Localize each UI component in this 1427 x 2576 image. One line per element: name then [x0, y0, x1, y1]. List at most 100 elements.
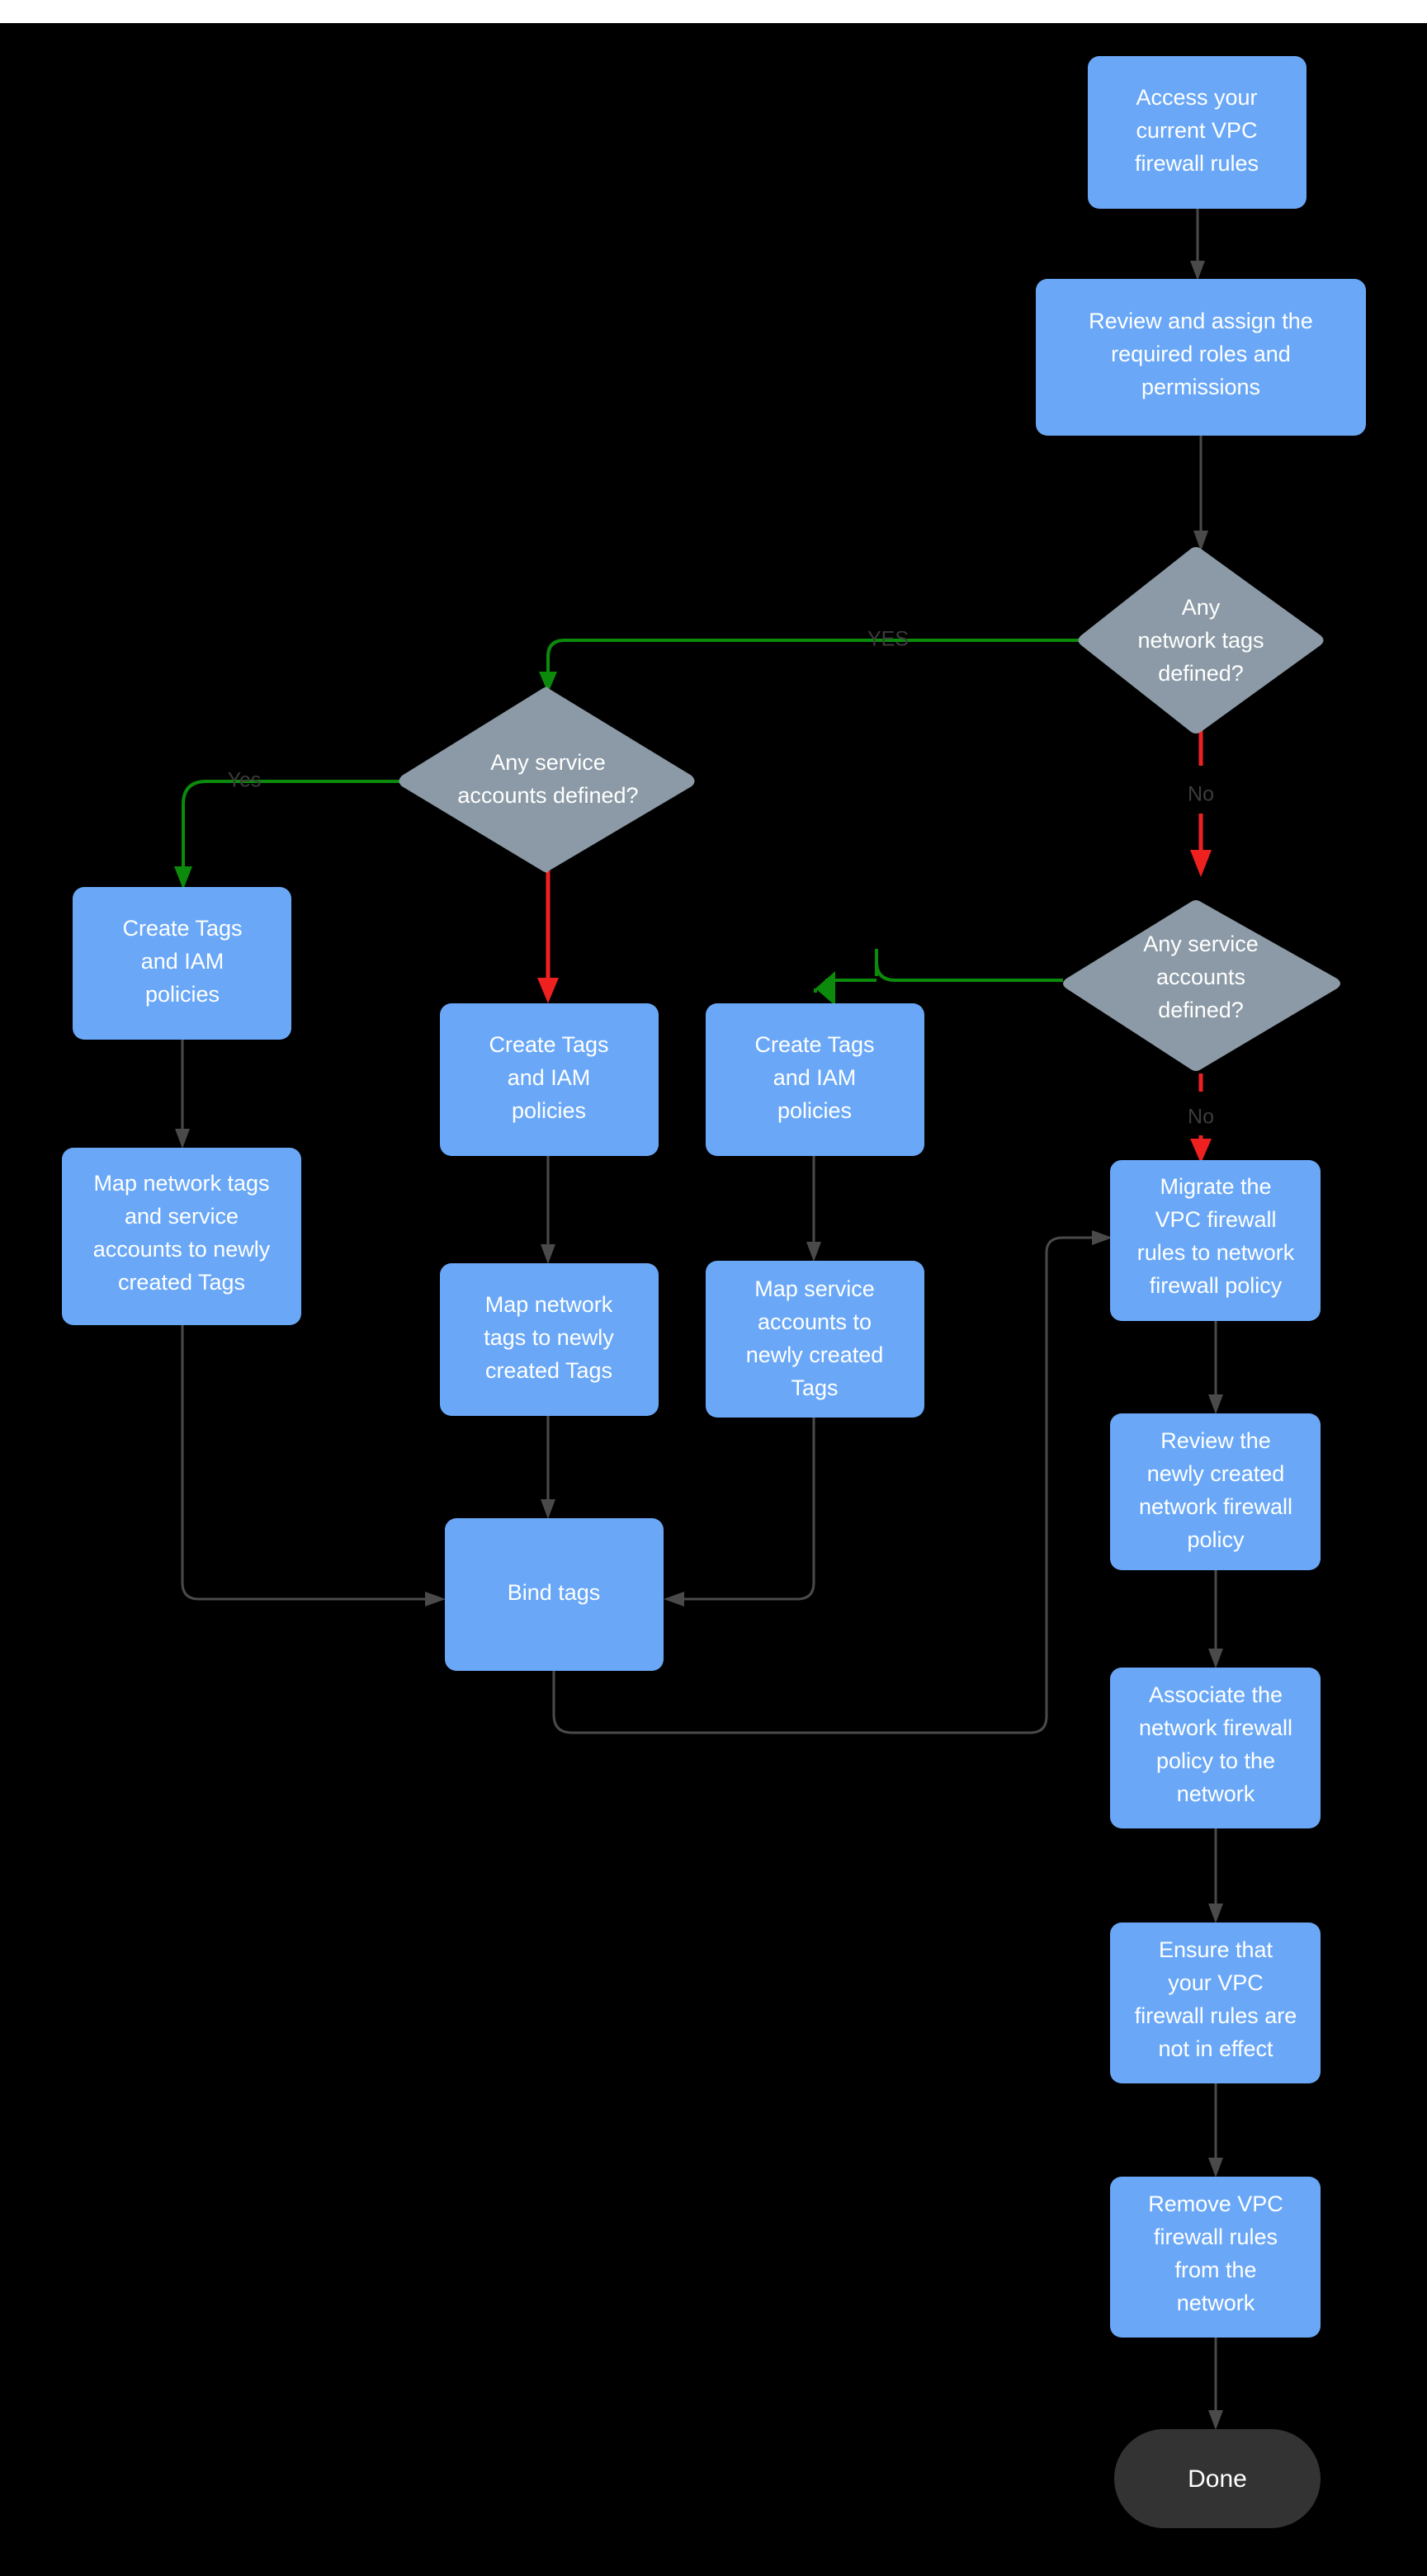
node-text-line: VPC firewall: [1155, 1207, 1276, 1232]
node-text-line: Any service: [490, 750, 606, 775]
node-done-terminal[interactable]: Done: [1114, 2429, 1321, 2528]
node-text-line: firewall rules: [1135, 151, 1259, 176]
edge-service-left-yes: [174, 780, 406, 889]
edge-create-mid-to-map-network: [541, 1156, 555, 1264]
edge-access-to-review: [1190, 209, 1205, 281]
node-text-line: Create Tags: [489, 1032, 608, 1057]
node-shape-rect[interactable]: [1110, 1413, 1321, 1570]
edge-label-yes-network-tags: YES: [867, 628, 909, 651]
node-shape-rect[interactable]: [440, 1263, 659, 1416]
node-text-line: Create Tags: [754, 1032, 874, 1057]
node-shape-rect[interactable]: [1110, 1160, 1321, 1321]
node-text-line: Map network tags: [93, 1171, 269, 1196]
edge-label-no-network-tags: No: [1188, 783, 1214, 806]
node-create-tags-iam-policies-left[interactable]: Create Tags and IAM policies: [73, 887, 291, 1040]
node-shape-rect[interactable]: [1110, 2177, 1321, 2338]
node-layer: Access your current VPC firewall rules R…: [62, 56, 1366, 2528]
node-text-line: Access your: [1136, 85, 1257, 110]
node-text-line: accounts to: [758, 1309, 872, 1334]
edge-label-layer: YES No Yes No: [228, 628, 1214, 1129]
flowchart-canvas: YES No Yes No Access your current VPC fi…: [0, 23, 1427, 2576]
node-text-line: accounts: [1156, 965, 1245, 989]
node-text-line: Map service: [754, 1276, 875, 1301]
node-text-line: and IAM: [508, 1065, 591, 1090]
node-text-line: network: [1177, 1781, 1255, 1806]
node-text-line: accounts defined?: [457, 783, 638, 808]
node-ensure-vpc-rules-not-in-effect[interactable]: Ensure that your VPC firewall rules are …: [1110, 1923, 1321, 2083]
edge-service-right-no: [1190, 1073, 1212, 1163]
node-text-line: defined?: [1158, 998, 1244, 1022]
node-map-network-tags-and-service-accounts[interactable]: Map network tags and service accounts to…: [62, 1148, 301, 1325]
edge-review-to-network-tags: [1193, 436, 1208, 551]
node-decision-any-service-accounts-defined-right[interactable]: Any service accounts defined?: [1063, 900, 1340, 1071]
node-access-vpc-firewall-rules[interactable]: Access your current VPC firewall rules: [1088, 56, 1307, 209]
node-shape-diamond[interactable]: [1063, 900, 1340, 1071]
node-text-line: accounts to newly: [93, 1237, 271, 1262]
edge-layer: [174, 209, 1223, 2430]
edge-ensure-to-remove: [1208, 2083, 1223, 2177]
node-text-line: from the: [1174, 2258, 1256, 2282]
node-shape-rect[interactable]: [1110, 1923, 1321, 2083]
edge-map-service-to-bind: [664, 1418, 815, 1606]
node-text-line: tags to newly: [484, 1325, 614, 1350]
node-map-service-accounts-to-new-tags[interactable]: Map service accounts to newly created Ta…: [706, 1261, 924, 1418]
node-text-line: Review and assign the: [1089, 309, 1313, 333]
node-text-line: Migrate the: [1160, 1174, 1271, 1199]
node-shape-rect[interactable]: [706, 1261, 924, 1418]
node-shape-rect[interactable]: [706, 1003, 924, 1156]
node-remove-vpc-rules-from-network[interactable]: Remove VPC firewall rules from the netwo…: [1110, 2177, 1321, 2338]
edge-map-network-to-bind: [541, 1416, 555, 1519]
node-shape-terminal[interactable]: [1114, 2429, 1321, 2528]
node-text-line: Bind tags: [508, 1580, 601, 1605]
node-shape-diamond[interactable]: [1078, 547, 1324, 734]
node-text-line: permissions: [1141, 375, 1260, 399]
node-text-line: created Tags: [485, 1358, 612, 1383]
edge-review-policy-to-associate: [1208, 1570, 1223, 1668]
node-map-network-tags-to-new-tags[interactable]: Map network tags to newly created Tags: [440, 1263, 659, 1416]
node-review-assign-roles-permissions[interactable]: Review and assign the required roles and…: [1036, 279, 1366, 436]
node-text-line: and service: [125, 1204, 239, 1229]
node-text-line: newly created: [1147, 1461, 1285, 1486]
node-shape-diamond[interactable]: [399, 686, 695, 873]
node-text-line: Any service: [1143, 932, 1259, 956]
node-text-line: policies: [145, 982, 220, 1007]
node-text-line: firewall rules are: [1135, 2003, 1297, 2028]
node-shape-rect[interactable]: [440, 1003, 659, 1156]
node-shape-rect[interactable]: [445, 1518, 664, 1671]
node-text-line: created Tags: [118, 1270, 245, 1295]
node-text-line: Done: [1188, 2465, 1247, 2493]
node-shape-rect[interactable]: [1110, 1668, 1321, 1828]
node-bind-tags[interactable]: Bind tags: [445, 1518, 664, 1671]
node-text-line: Review the: [1160, 1428, 1271, 1453]
node-text-line: required roles and: [1111, 342, 1291, 366]
edge-migrate-to-review-policy: [1208, 1321, 1223, 1414]
node-text-line: Map network: [485, 1292, 613, 1317]
node-shape-rect[interactable]: [1088, 56, 1307, 209]
node-text-line: firewall rules: [1154, 2225, 1278, 2249]
node-create-tags-iam-policies-right[interactable]: Create Tags and IAM policies: [706, 1003, 924, 1156]
node-text-line: Associate the: [1149, 1682, 1283, 1707]
node-shape-rect[interactable]: [73, 887, 291, 1040]
node-decision-any-service-accounts-defined-left[interactable]: Any service accounts defined?: [399, 686, 695, 873]
node-text-line: Create Tags: [122, 916, 242, 941]
node-text-line: network: [1177, 2291, 1255, 2315]
node-migrate-vpc-rules-to-network-policy[interactable]: Migrate the VPC firewall rules to networ…: [1110, 1160, 1321, 1321]
node-create-tags-iam-policies-middle[interactable]: Create Tags and IAM policies: [440, 1003, 659, 1156]
node-review-newly-created-policy[interactable]: Review the newly created network firewal…: [1110, 1413, 1321, 1570]
edge-create-right-to-map-service: [806, 1156, 821, 1262]
node-text-line: policy to the: [1156, 1748, 1275, 1773]
node-shape-rect[interactable]: [1036, 279, 1366, 436]
node-associate-policy-to-network[interactable]: Associate the network firewall policy to…: [1110, 1668, 1321, 1828]
node-decision-any-network-tags-defined[interactable]: Any network tags defined?: [1078, 547, 1324, 734]
node-text-line: your VPC: [1168, 1970, 1264, 1995]
node-text-line: network firewall: [1139, 1715, 1292, 1740]
node-text-line: newly created: [746, 1342, 884, 1367]
node-text-line: policy: [1187, 1527, 1245, 1552]
window-title-bar: [0, 0, 1427, 23]
edge-associate-to-ensure: [1208, 1828, 1223, 1923]
node-text-line: and IAM: [141, 949, 224, 974]
node-shape-rect[interactable]: [62, 1148, 301, 1325]
node-text-line: not in effect: [1158, 2036, 1273, 2061]
node-text-line: Ensure that: [1159, 1937, 1273, 1962]
